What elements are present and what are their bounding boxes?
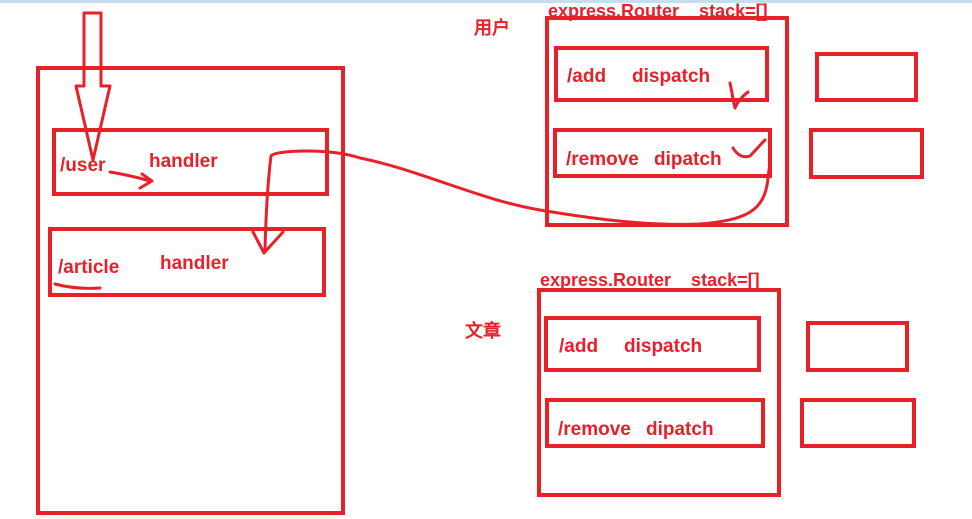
- handler-to-article-arrow: [251, 154, 285, 255]
- article-router-box: [537, 288, 781, 497]
- user-router-remove-handler-box: [809, 128, 924, 179]
- user-router-title: express.Router stack=[]: [548, 1, 768, 21]
- dispatch-tick-2: [731, 138, 767, 159]
- handler-to-router-curve: [269, 149, 772, 226]
- article-underline: [53, 282, 102, 290]
- user-to-handler-arrow: [108, 170, 154, 190]
- user-router-add-handler-box: [815, 52, 918, 102]
- user-route-layer: [52, 128, 329, 196]
- user-router-layer-remove-path: /remove: [566, 149, 639, 170]
- article-route-handler: handler: [160, 253, 229, 274]
- user-router-layer-add: [554, 46, 769, 102]
- article-router-add-handler-box: [806, 321, 909, 372]
- article-router-layer-remove-path: /remove: [558, 419, 631, 440]
- dispatch-tick-1: [728, 81, 750, 110]
- article-router-layer-add-fn: dispatch: [624, 336, 703, 357]
- article-router-layer-remove-fn: dipatch: [646, 419, 714, 440]
- article-router-remove-handler-box: [800, 398, 916, 448]
- user-router-layer-remove-fn: dipatch: [654, 149, 722, 170]
- user-router-group-label: 用户: [474, 18, 510, 38]
- article-router-layer-add: [544, 316, 761, 372]
- article-router-layer-remove: [545, 398, 765, 448]
- user-router-layer-remove: [553, 128, 772, 178]
- entry-arrow: [74, 11, 112, 162]
- user-route-handler: handler: [149, 151, 218, 172]
- user-router-layer-add-path: /add: [567, 66, 607, 87]
- article-route-path: /article: [58, 257, 120, 278]
- user-router-layer-add-fn: dispatch: [632, 66, 711, 87]
- app-stack-box: [36, 66, 345, 515]
- article-router-group-label: 文章: [465, 321, 501, 341]
- article-router-title: express.Router stack=[]: [540, 270, 760, 290]
- window-top-edge: [0, 0, 972, 3]
- article-route-layer: [48, 227, 326, 297]
- article-router-layer-add-path: /add: [559, 336, 599, 357]
